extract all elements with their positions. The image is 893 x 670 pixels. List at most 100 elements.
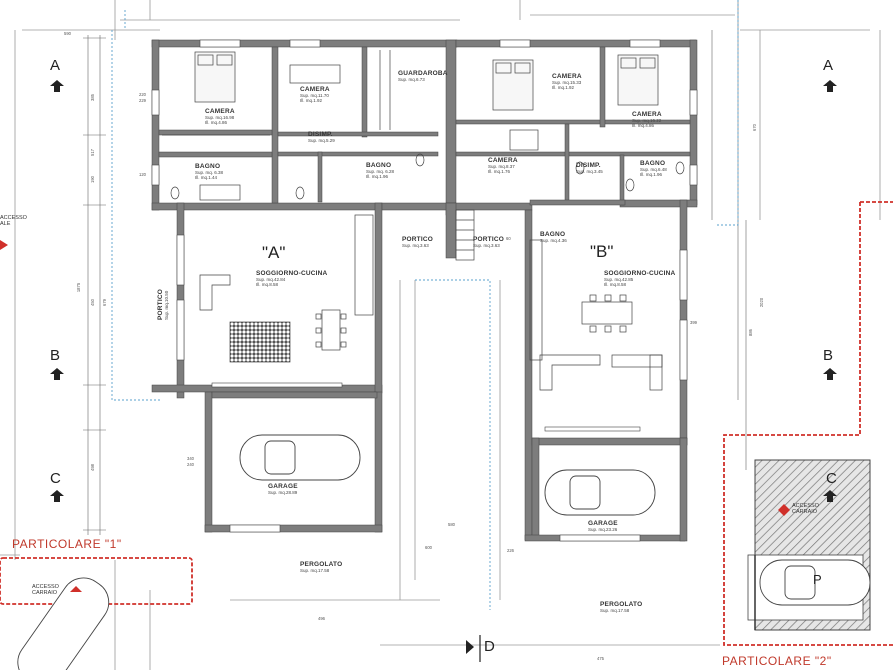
section-c-right: C: [826, 470, 837, 487]
dim-886: 886: [748, 329, 753, 336]
room-a-camera-small: CAMERA Sup. mq.11.70 Ill. mq.1.92: [300, 86, 330, 103]
furniture: [162, 50, 685, 391]
access-right: ACCESSO CARRAIO: [792, 503, 819, 515]
room-a-guardaroba: GUARDAROBA Sup. mq.6.73: [398, 70, 448, 82]
section-arrows: [50, 80, 837, 662]
room-sub: Ill. mq.4.86: [632, 123, 655, 128]
room-a-bagno-mid: BAGNO Sup. mq. 6.28 Ill. mq.1.96: [366, 162, 394, 179]
room-sup: Sup. mq.8.37: [488, 164, 515, 169]
room-sup: Sup. mq.3.63: [473, 243, 500, 248]
windows: [151, 39, 698, 542]
room-b-garage: GARAGE Sup. mq.23.26: [588, 520, 618, 532]
dim-1875: 1875: [76, 282, 82, 293]
dim-580: 580: [448, 522, 455, 527]
room-a-disimp: DISIMP. Sup. mq.5.29: [308, 131, 335, 143]
room-b-disimp: DISIMP. Sup. mq.3.45: [576, 162, 603, 174]
room-sub: Ill. mq.1.92: [300, 98, 323, 103]
room-b-bagno-small: BAGNO Sup. mq.4.36: [540, 231, 567, 243]
room-a-portico-side: PORTICO Sup. mq.10.50: [157, 289, 169, 320]
dim-120: 120: [139, 172, 146, 177]
room-sup: Sup. mq.15.33: [552, 80, 582, 85]
dim-496: 496: [318, 616, 325, 621]
room-sup: Sup. mq.42.85: [604, 277, 634, 282]
room-name: GARAGE: [588, 520, 618, 527]
room-a-portico-mid: PORTICO Sup. mq.3.63: [402, 236, 433, 248]
dim-220: 220: [139, 92, 146, 97]
room-sup: Sup. mq.28.89: [268, 490, 298, 495]
dim-670: 670: [752, 124, 757, 131]
room-name: CAMERA: [300, 86, 330, 93]
particolare-2-label: PARTICOLARE "2": [722, 654, 832, 668]
cars: [17, 434, 871, 670]
access-left-line2: CARRAIO: [32, 590, 58, 596]
dim-2020: 2020: [759, 297, 765, 308]
section-a-right: A: [823, 57, 834, 74]
room-b-camera-mid: CAMERA Sup. mq.15.33 Ill. mq.1.92: [552, 73, 582, 90]
room-sup: Sup. mq.16.98: [205, 115, 235, 120]
room-b-pergolato: PERGOLATO Sup. mq.17.58: [600, 601, 642, 613]
room-sub: Ill. mq.8.58: [604, 282, 627, 287]
room-sup: Sup. mq.23.26: [588, 527, 618, 532]
blue-dashed-boundaries: [111, 0, 739, 610]
room-sup: Sup. mq.11.70: [300, 93, 329, 98]
room-name: DISIMP.: [576, 162, 601, 169]
dim-498: 498: [90, 464, 95, 471]
room-name: PERGOLATO: [300, 561, 343, 568]
room-sup: Sup. mq.4.36: [540, 238, 567, 243]
access-edge-left: ACCESSO ALE: [0, 215, 27, 227]
room-sup: Sup. mq.10.50: [164, 290, 169, 320]
room-name: CAMERA: [488, 157, 518, 164]
room-b-soggiorno: SOGGIORNO-CUCINA Sup. mq.42.85 Ill. mq.8…: [604, 270, 675, 287]
dim-475: 475: [597, 656, 604, 661]
access-right-line2: CARRAIO: [792, 509, 818, 515]
room-name: SOGGIORNO-CUCINA: [256, 270, 328, 277]
room-b-camera-small: CAMERA Sup. mq.8.37 Ill. mq.1.76: [488, 157, 518, 174]
room-name: PORTICO: [157, 288, 164, 320]
section-b-left: B: [50, 347, 61, 364]
section-b-right: B: [823, 347, 834, 364]
room-name: CAMERA: [552, 73, 582, 80]
unit-a-label: "A": [262, 243, 286, 262]
dim-600: 600: [425, 545, 432, 550]
room-sub: Ill. mq.1.44: [195, 175, 218, 180]
room-name: BAGNO: [195, 163, 221, 170]
section-a-left: A: [50, 57, 61, 74]
access-right-line1: ACCESSO: [792, 503, 819, 509]
dim-450: 450: [90, 299, 95, 306]
unit-b-label: "B": [590, 242, 614, 261]
room-sup: Sup. mq.6.48: [640, 167, 667, 172]
access-edge-line1: ACCESSO: [0, 215, 27, 221]
room-name: PERGOLATO: [600, 601, 643, 608]
room-name: GUARDAROBA: [398, 70, 448, 77]
dim-240: 240: [187, 462, 194, 467]
room-name: CAMERA: [632, 111, 662, 118]
room-sub: Ill. mq.8.58: [256, 282, 279, 287]
access-left-line1: ACCESSO: [32, 584, 59, 590]
room-b-portico-mid: PORTICO Sup. mq.3.63: [473, 236, 504, 248]
dim-60: 60: [506, 236, 511, 241]
room-sub: Ill. mq.1.92: [552, 85, 575, 90]
room-sup: Sup. mq.42.84: [256, 277, 286, 282]
room-sup: Sup. mq.3.63: [402, 243, 429, 248]
room-name: SOGGIORNO-CUCINA: [604, 270, 676, 277]
access-edge-line2: ALE: [0, 221, 11, 227]
room-name: BAGNO: [540, 231, 566, 238]
room-name: PORTICO: [473, 236, 505, 243]
room-name: GARAGE: [268, 483, 298, 490]
room-b-camera-right: CAMERA Sup. mq.16.22 Ill. mq.4.86: [632, 111, 662, 128]
dim-517: 517: [90, 149, 95, 156]
room-sup: Sup. mq.17.58: [300, 568, 330, 573]
section-d: D: [484, 638, 495, 655]
room-sub: Ill. mq.1.76: [488, 169, 511, 174]
room-b-bagno-right: BAGNO Sup. mq.6.48 Ill. mq.1.96: [640, 160, 667, 177]
dim-top: 590: [64, 31, 71, 36]
room-name: BAGNO: [640, 160, 666, 167]
room-a-soggiorno: SOGGIORNO-CUCINA Sup. mq.42.84 Ill. mq.8…: [256, 270, 327, 287]
access-left: ACCESSO CARRAIO: [32, 584, 59, 596]
dim-340: 340: [187, 456, 194, 461]
dim-385: 385: [90, 94, 95, 101]
room-sup: Sup. mq.16.22: [632, 118, 662, 123]
room-sup: Sup. mq. 6.28: [366, 169, 395, 174]
